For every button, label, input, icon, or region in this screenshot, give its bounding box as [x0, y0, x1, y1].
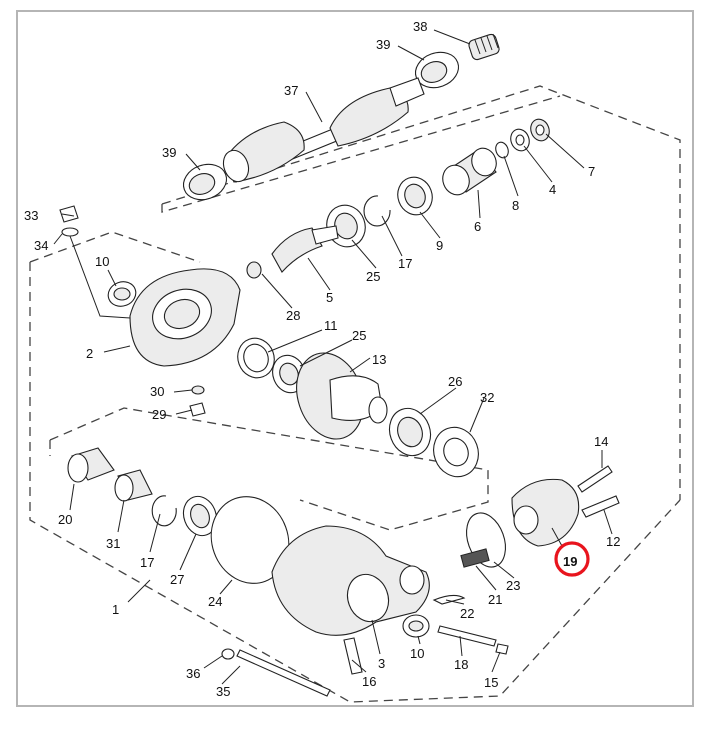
part-32-shim: [433, 426, 479, 478]
callout-12: 12: [606, 534, 620, 549]
callout-25: 25: [366, 269, 380, 284]
part-30-washer: [191, 385, 205, 395]
part-39-bearing-left: [182, 163, 228, 201]
callout-37: 37: [284, 83, 298, 98]
callout-39: 39: [376, 37, 390, 52]
callout-16: 16: [362, 674, 376, 689]
callout-30: 30: [150, 384, 164, 399]
part-3-main-housing: [271, 525, 430, 636]
callout-24: 24: [208, 594, 222, 609]
part-37-axle-shaft: [222, 77, 425, 183]
part-21-pad: [460, 548, 490, 568]
callout-29: 29: [152, 407, 166, 422]
part-10-seal-lower: [402, 614, 430, 638]
callout-10-lower: 10: [410, 646, 424, 661]
part-33-bolt: [59, 205, 79, 223]
callout-20: 20: [58, 512, 72, 527]
callout-3: 3: [378, 656, 385, 671]
callout-10: 10: [95, 254, 109, 269]
callout-25-middle: 25: [352, 328, 366, 343]
part-29-bolt: [189, 402, 206, 417]
part-34-washer: [61, 227, 79, 237]
callout-38: 38: [413, 19, 427, 34]
part-4-washer: [510, 128, 530, 152]
callout-36: 36: [186, 666, 200, 681]
part-17-snap-ring-lower: [151, 495, 177, 527]
callout-17: 17: [398, 256, 412, 271]
seal-group-boundary: [49, 407, 489, 531]
callout-17-lower: 17: [140, 555, 154, 570]
callout-28: 28: [286, 308, 300, 323]
callout-35: 35: [216, 684, 230, 699]
part-6-coupling-gear: [442, 147, 497, 196]
part-12-bolt: [581, 495, 620, 518]
callout-15: 15: [484, 675, 498, 690]
callout-9: 9: [436, 238, 443, 253]
callout-13: 13: [372, 352, 386, 367]
part-7-nut: [530, 118, 550, 142]
callout-18: 18: [454, 657, 468, 672]
callout-26: 26: [448, 374, 462, 389]
callout-31: 31: [106, 536, 120, 551]
part-14-bolt: [577, 465, 613, 493]
part-25-bearing-upper: [326, 204, 366, 248]
callout-2: 2: [86, 346, 93, 361]
part-26-bearing: [388, 407, 432, 457]
callout-5: 5: [326, 290, 333, 305]
callout-23: 23: [506, 578, 520, 593]
callout-6: 6: [474, 219, 481, 234]
part-11-shim: [237, 337, 275, 379]
callout-1: 1: [112, 602, 119, 617]
part-17-snap-ring-upper: [363, 195, 391, 227]
part-27-bearing: [182, 495, 218, 537]
part-5-pinion-gear: [271, 225, 339, 273]
part-24-o-ring: [210, 496, 290, 584]
part-39-bearing-top: [414, 51, 460, 89]
part-2-housing-cover: [129, 268, 241, 367]
part-19-actuator: [511, 478, 580, 547]
callout-34: 34: [34, 238, 48, 253]
callout-27: 27: [170, 572, 184, 587]
callout-19: 19: [563, 554, 577, 569]
part-13-ring-gear: [296, 352, 388, 440]
callout-4: 4: [549, 182, 556, 197]
callout-22: 22: [460, 606, 474, 621]
callout-11: 11: [324, 318, 338, 333]
part-28-bushing: [246, 261, 262, 279]
part-20-bushing: [67, 447, 115, 483]
part-25-bearing-middle: [272, 354, 306, 394]
part-15-pin: [495, 643, 509, 655]
callout-32: 32: [480, 390, 494, 405]
part-18-shaft-pin: [437, 625, 497, 647]
part-8-ring: [495, 141, 509, 159]
axle-group-boundary: [161, 85, 681, 500]
part-35-rod: [236, 649, 331, 697]
callout-14: 14: [594, 434, 608, 449]
part-22-spring-clip: [432, 594, 466, 605]
housing-group-boundary: [29, 231, 681, 703]
callout-labels: 38 39 37 39 7 4 8 6 9 17 25 5 28 33 34 1…: [24, 19, 620, 699]
callout-39-left: 39: [162, 145, 176, 160]
part-10-seal-upper: [107, 281, 137, 307]
part-9-bearing: [397, 176, 433, 216]
callout-21: 21: [488, 592, 502, 607]
part-31-gear-sleeve: [114, 469, 153, 502]
callout-8: 8: [512, 198, 519, 213]
part-36-clip: [221, 648, 235, 660]
highlight-circle: [554, 541, 590, 577]
part-38-spring: [468, 33, 500, 61]
leader-lines: [53, 29, 613, 685]
callout-7: 7: [588, 164, 595, 179]
callout-33: 33: [24, 208, 38, 223]
part-16-bolt: [343, 637, 363, 675]
